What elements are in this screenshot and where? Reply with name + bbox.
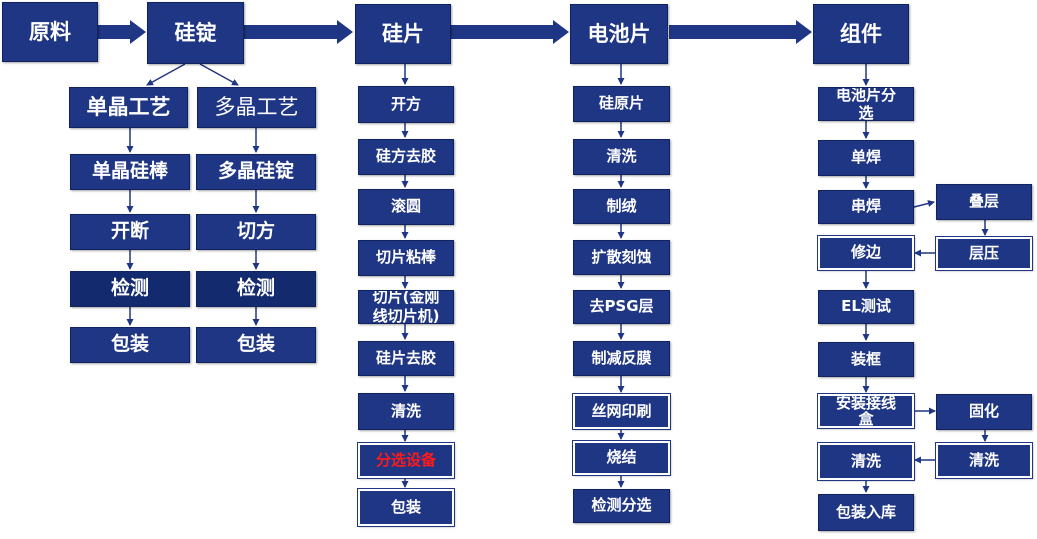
- cell-step-test-sorting: 检测分选: [573, 489, 670, 523]
- cell-step-screen-printing: 丝网印刷: [572, 393, 671, 430]
- cell-step-psg-removal: 去PSG层: [573, 290, 670, 324]
- wafer-step-cleaning: 清洗: [358, 393, 454, 430]
- mono-step-inspection: 检测: [70, 271, 190, 307]
- wafer-step-packing: 包装: [357, 488, 455, 527]
- module-side-curing: 固化: [936, 394, 1032, 430]
- mono-step-crystal-rod: 单晶硅棒: [70, 154, 190, 190]
- arrow-wafer-to-cell: [451, 20, 569, 44]
- module-side-cleaning: 清洗: [935, 442, 1033, 479]
- module-step-string-welding: 串焊: [818, 190, 914, 224]
- stage-ingot: 硅锭: [147, 2, 244, 64]
- stage-raw-material: 原料: [2, 2, 98, 62]
- module-step-cleaning: 清洗: [817, 442, 915, 481]
- module-step-trimming: 修边: [817, 235, 915, 271]
- module-step-el-test: EL测试: [818, 290, 914, 324]
- mono-process-title: 单晶工艺: [69, 87, 188, 128]
- module-side-lamination-stack: 叠层: [936, 184, 1032, 220]
- module-step-single-welding: 单焊: [818, 140, 914, 176]
- module-step-framing: 装框: [818, 342, 914, 377]
- wafer-step-bonding: 切片粘棒: [358, 240, 454, 276]
- stage-module: 组件: [813, 4, 909, 64]
- wafer-step-sorting-equipment: 分选设备: [357, 442, 455, 479]
- mono-step-cutoff: 开断: [70, 214, 190, 250]
- step-arrows: [126, 63, 989, 493]
- cell-step-cleaning: 清洗: [573, 139, 670, 175]
- module-side-laminating: 层压: [935, 236, 1033, 271]
- wafer-step-degluing: 硅方去胶: [358, 139, 454, 175]
- cell-step-diffusion-etching: 扩散刻蚀: [573, 240, 670, 275]
- cell-step-texturing: 制绒: [573, 189, 670, 224]
- poly-step-inspection: 检测: [196, 271, 316, 307]
- cell-step-antireflection: 制减反膜: [573, 341, 670, 376]
- poly-step-ingot: 多晶硅锭: [196, 154, 316, 190]
- module-step-pack-warehouse: 包装入库: [818, 494, 914, 531]
- cell-step-raw-wafer: 硅原片: [573, 86, 670, 122]
- wafer-step-diamond-wire-slicing: 切片(金刚线切片机): [358, 290, 454, 324]
- poly-process-title: 多晶工艺: [197, 87, 316, 128]
- mono-step-packing: 包装: [70, 327, 190, 363]
- wafer-step-wafer-degluing: 硅片去胶: [358, 341, 454, 376]
- wafer-step-squaring: 开方: [358, 86, 454, 123]
- wafer-step-rounding: 滚圆: [358, 189, 454, 225]
- stage-cell: 电池片: [570, 4, 668, 64]
- stage-wafer: 硅片: [355, 4, 451, 64]
- arrow-cell-to-module: [669, 20, 812, 44]
- arrow-raw-to-ingot: [98, 20, 146, 44]
- module-step-cell-sorting: 电池片分选: [818, 87, 914, 121]
- cell-step-sintering: 烧结: [572, 440, 671, 476]
- poly-step-packing: 包装: [196, 327, 316, 363]
- module-step-junction-box: 安装接线盒: [817, 393, 915, 429]
- main-chain-arrows: [98, 20, 812, 44]
- arrow-ingot-to-wafer: [244, 20, 353, 44]
- poly-step-squaring: 切方: [196, 214, 316, 250]
